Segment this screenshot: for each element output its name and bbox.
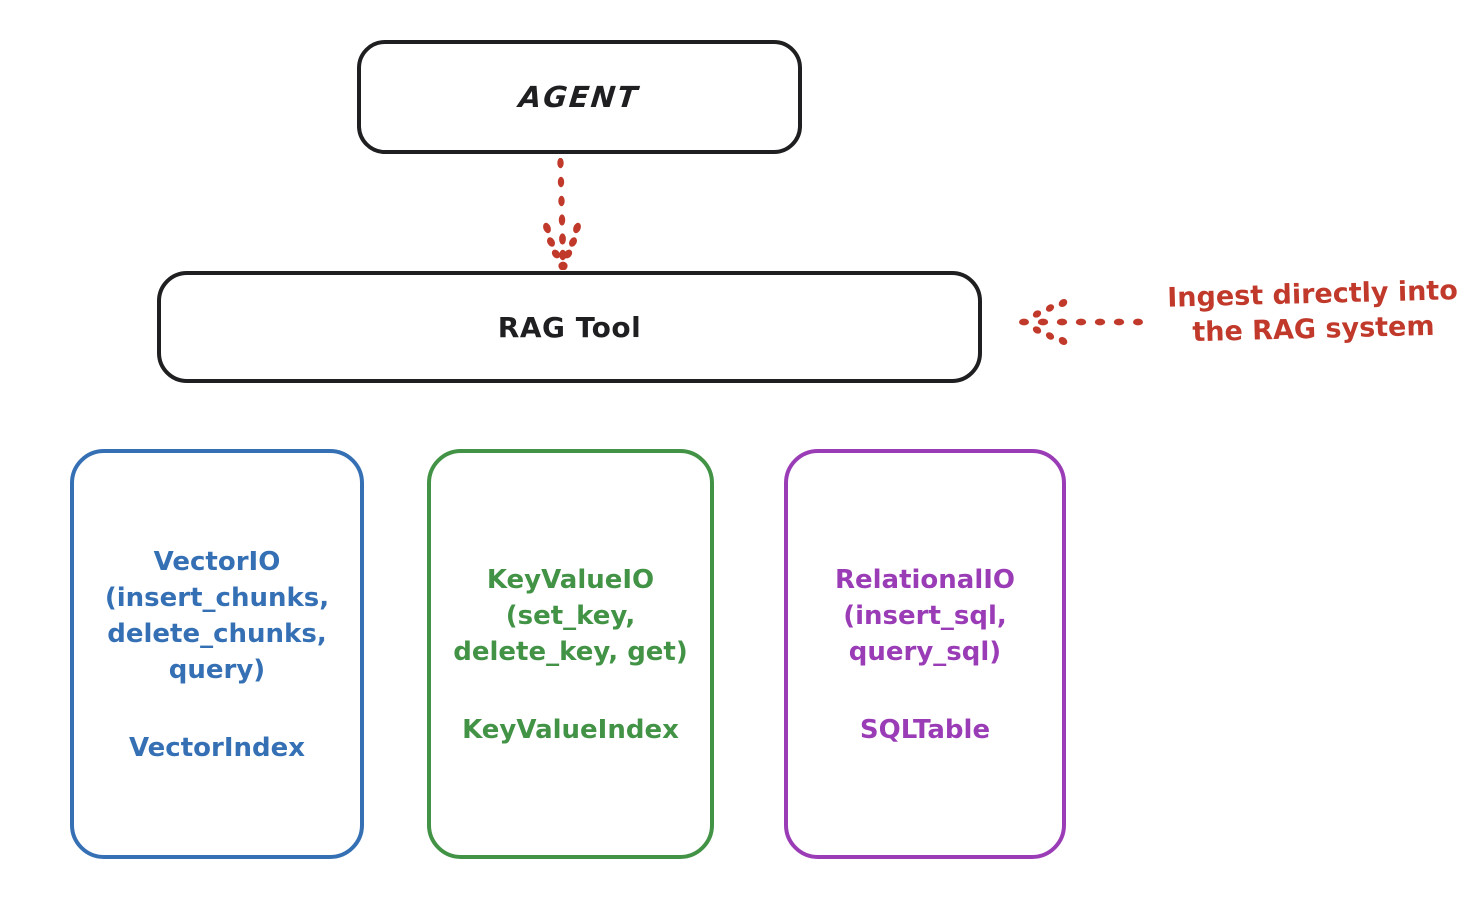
- vector-io-subtitle: VectorIndex: [128, 732, 306, 763]
- relational-io-title: RelationalIO (insert_sql, query_sql): [834, 565, 1016, 667]
- agent-node-label: AGENT: [517, 80, 642, 114]
- ingest-arrow-icon: [1019, 299, 1143, 345]
- agent-to-rag-arrow-icon: [543, 158, 581, 270]
- rag-tool-node[interactable]: RAG Tool: [157, 271, 982, 383]
- agent-node[interactable]: AGENT: [357, 40, 802, 154]
- vector-io-node[interactable]: VectorIO (insert_chunks, delete_chunks, …: [70, 449, 364, 859]
- key-value-io-title: KeyValueIO (set_key, delete_key, get): [453, 565, 688, 667]
- key-value-io-node[interactable]: KeyValueIO (set_key, delete_key, get) Ke…: [427, 449, 714, 859]
- ingest-annotation-text: Ingest directly into the RAG system: [1166, 275, 1459, 348]
- rag-tool-node-label: RAG Tool: [497, 310, 642, 344]
- relational-io-subtitle: SQLTable: [859, 714, 991, 745]
- key-value-io-subtitle: KeyValueIndex: [462, 714, 679, 745]
- relational-io-node[interactable]: RelationalIO (insert_sql, query_sql) SQL…: [784, 449, 1066, 859]
- vector-io-title: VectorIO (insert_chunks, delete_chunks, …: [104, 547, 330, 685]
